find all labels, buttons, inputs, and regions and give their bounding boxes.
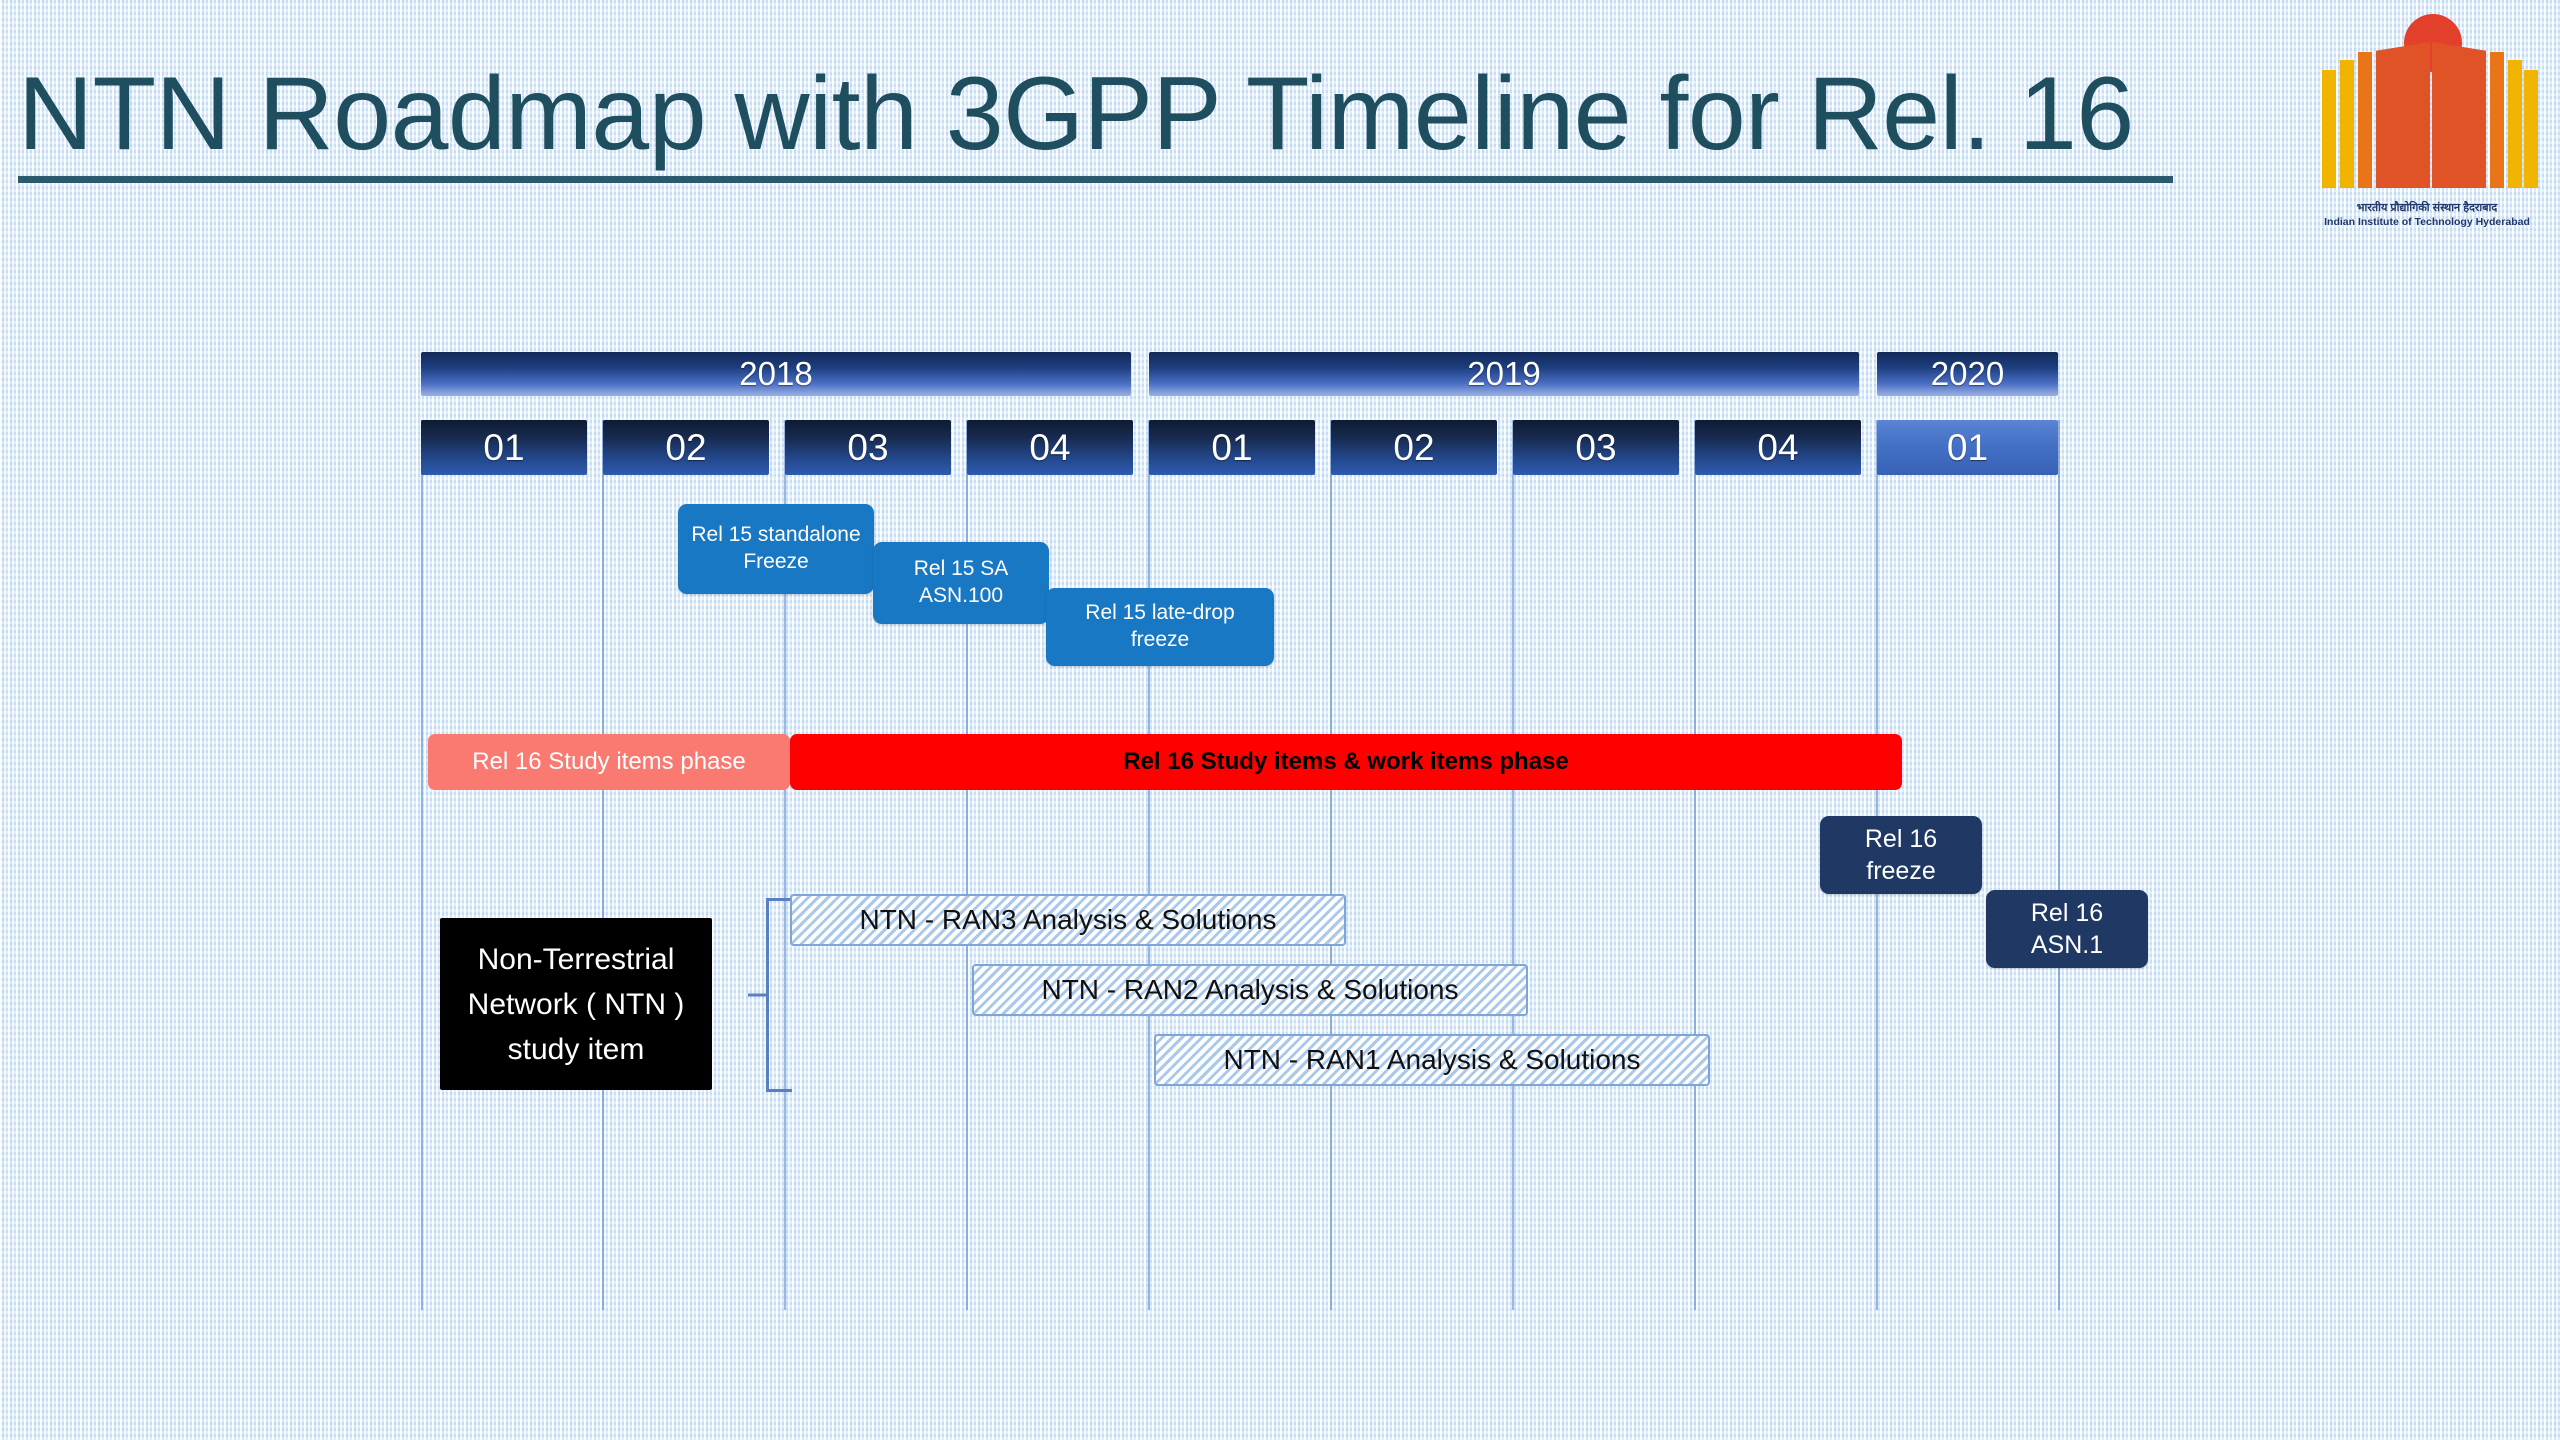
quarter-cell-2019-q4[interactable]: 04 [1695,420,1861,475]
logo-caption-hindi: भारतीय प्रौद्योगिकी संस्थान हैदराबाद [2356,202,2498,214]
bracket-spine [766,898,769,1092]
logo-caption-english: Indian Institute of Technology Hyderabad [2324,215,2530,228]
gridline-4 [1148,420,1150,1310]
year-cell-2018: 2018 [421,352,1131,396]
logo-page-3 [2358,52,2372,188]
title-underline [18,176,2173,184]
gridline-9 [2058,420,2060,1310]
gridline-0 [421,420,423,1310]
quarter-cell-2019-q3[interactable]: 03 [1513,420,1679,475]
gridline-2 [784,420,786,1310]
milestone-rel15-sa-asn100[interactable]: Rel 15 SA ASN.100 [873,542,1049,624]
milestone-rel16-freeze[interactable]: Rel 16 freeze [1820,816,1982,894]
logo-page-1 [2322,70,2336,188]
logo-leaf-right [2432,42,2486,188]
quarter-cell-2018-q2[interactable]: 02 [603,420,769,475]
quarter-cell-2018-q4[interactable]: 04 [967,420,1133,475]
bracket-stem [748,993,768,997]
phase-bar-rel16-study-items[interactable]: Rel 16 Study items phase [428,734,790,790]
logo-leaf-left [2376,42,2430,188]
quarter-cell-2019-q2[interactable]: 02 [1331,420,1497,475]
ntn-label-line-2: Network ( NTN ) [467,987,685,1021]
ntn-study-item-label-box: Non-Terrestrial Network ( NTN ) study it… [440,918,712,1090]
milestone-rel15-late-drop-freeze[interactable]: Rel 15 late-drop freeze [1046,588,1274,666]
gridline-5 [1330,420,1332,1310]
quarter-cell-2019-q1[interactable]: 01 [1149,420,1315,475]
ran-bar-ntn-ran3[interactable]: NTN - RAN3 Analysis & Solutions [790,894,1346,946]
milestone-rel15-standalone-freeze[interactable]: Rel 15 standalone Freeze [678,504,874,594]
ntn-label-line-1: Non-Terrestrial [477,942,675,976]
gridline-7 [1694,420,1696,1310]
bracket-cap-bottom [766,1089,792,1092]
logo-page-6 [2524,70,2538,188]
quarter-cell-2018-q1[interactable]: 01 [421,420,587,475]
quarter-cell-2018-q3[interactable]: 03 [785,420,951,475]
ran-bar-ntn-ran2[interactable]: NTN - RAN2 Analysis & Solutions [972,964,1528,1016]
ran-bar-ntn-ran1[interactable]: NTN - RAN1 Analysis & Solutions [1154,1034,1710,1086]
page-title: NTN Roadmap with 3GPP Timeline for Rel. … [18,56,2134,172]
gridline-6 [1512,420,1514,1310]
logo-page-2 [2340,60,2354,188]
milestone-rel16-asn1[interactable]: Rel 16 ASN.1 [1986,890,2148,968]
logo-page-5 [2508,60,2522,188]
phase-bar-rel16-study-and-work-items[interactable]: Rel 16 Study items & work items phase [790,734,1902,790]
logo-book-icon [2312,8,2542,198]
bracket-cap-top [766,898,792,901]
title-block: NTN Roadmap with 3GPP Timeline for Rel. … [18,56,2218,184]
quarter-cell-2020-q1[interactable]: 01 [1877,420,2058,475]
ntn-bracket [748,898,794,1092]
year-cell-2019: 2019 [1149,352,1859,396]
ntn-label-line-3: study item [507,1032,645,1066]
year-cell-2020: 2020 [1877,352,2058,396]
gridline-3 [966,420,968,1310]
iit-hyderabad-logo: भारतीय प्रौद्योगिकी संस्थान हैदराबाद Ind… [2312,8,2542,248]
gridline-1 [602,420,604,1310]
logo-page-4 [2490,52,2504,188]
